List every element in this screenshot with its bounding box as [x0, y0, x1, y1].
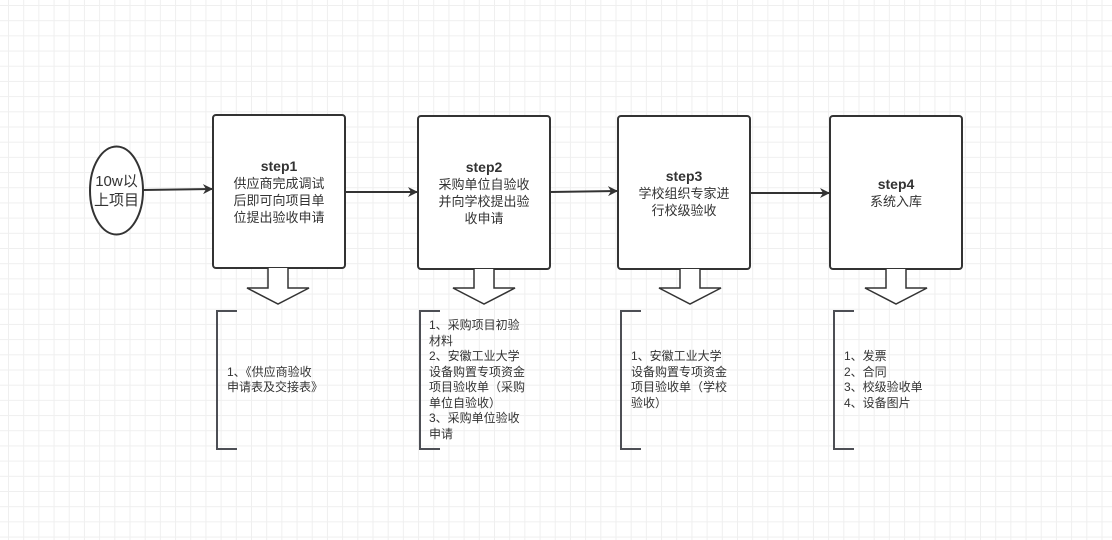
down-arrow-step2 [452, 269, 516, 305]
step4-note: 1、发票 2、合同 3、校级验收单 4、设备图片 [844, 311, 964, 449]
start-label: 10w以 上项目 [93, 173, 139, 209]
step3-note-text: 1、安徽工业大学 设备购置专项资金 项目验收单（学校 验收） [631, 349, 728, 410]
note-bracket-step4 [833, 310, 854, 450]
step2-title: step2 [465, 159, 503, 175]
step3-node: step3 学校组织专家进 行校级验收 [618, 116, 750, 269]
arrow-step2-to-step3[interactable] [549, 186, 618, 197]
step1-description: 供应商完成调试 后即可向项目单 位提出验收申请 [233, 176, 325, 225]
step2-note-text: 1、采购项目初验 材料 2、安徽工业大学 设备购置专项资金 项目验收单（采购 单… [429, 318, 526, 441]
down-arrow-step4 [864, 269, 928, 305]
start-ellipse[interactable] [89, 145, 144, 236]
step4-title: step4 [877, 176, 915, 192]
step1-note: 1、《供应商验收 申请表及交接表》 [227, 311, 347, 449]
step4-description: 系统入库 [869, 194, 922, 209]
step3-title: step3 [665, 167, 703, 184]
step1-title: step1 [260, 158, 298, 174]
step1-node: step1 供应商完成调试 后即可向项目单 位提出验收申请 [213, 115, 345, 268]
note-bracket-step2 [419, 310, 440, 450]
note-bracket-step1 [216, 310, 237, 450]
step2-node: step2 采购单位自验收 并向学校提出验 收申请 [418, 116, 550, 269]
step2-description: 采购单位自验收 并向学校提出验 收申请 [438, 177, 530, 226]
start-node: 10w以 上项目 [90, 147, 143, 235]
step3-description: 学校组织专家进 行校级验收 [638, 185, 730, 218]
arrow-start-to-step1[interactable] [142, 184, 213, 195]
step4-note-text: 1、发票 2、合同 3、校级验收单 4、设备图片 [844, 349, 923, 410]
note-bracket-step3 [620, 310, 641, 450]
step2-note: 1、采购项目初验 材料 2、安徽工业大学 设备购置专项资金 项目验收单（采购 单… [429, 311, 554, 449]
step3-note: 1、安徽工业大学 设备购置专项资金 项目验收单（学校 验收） [631, 311, 756, 449]
step1-note-text: 1、《供应商验收 申请表及交接表》 [227, 364, 324, 395]
down-arrow-step3 [658, 269, 722, 305]
step4-node: step4 系统入库 [830, 116, 962, 269]
down-arrow-step1 [246, 268, 310, 305]
